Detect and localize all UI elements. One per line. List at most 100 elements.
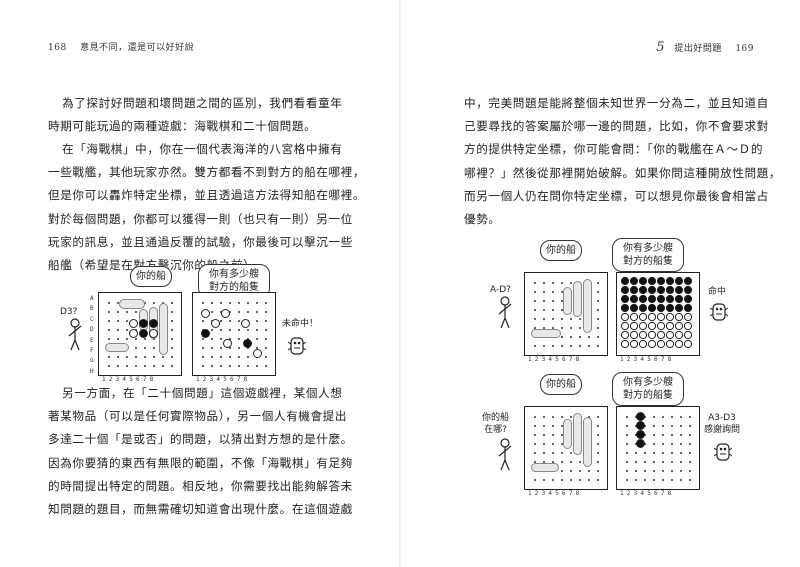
question-callout: D3?	[60, 307, 78, 317]
right-running-head: 5 提出好問題 169	[656, 40, 754, 55]
text-line: 中，完美問題是能將整個未知世界一分為二，並且知道自	[464, 96, 769, 110]
target-board	[616, 406, 700, 490]
right-page-number: 169	[735, 44, 754, 54]
ship-piece	[583, 417, 592, 467]
speech-bubble-your-ship: 你的船	[540, 240, 582, 261]
callout-line: 在哪?	[484, 425, 507, 435]
white-peg	[129, 329, 138, 338]
white-peg	[241, 319, 250, 328]
monster-icon	[288, 337, 306, 355]
black-peg	[149, 319, 158, 328]
left-paragraph-3: 另一方面，在「二十個問題」這個遊戲裡，某個人想 著某物品（可以是任何實際物品），…	[48, 382, 353, 521]
column-labels: 12345678	[196, 376, 251, 383]
text-line: 知問題的題目，而無需確切知道會出現什麼。在這個遊戲	[48, 502, 353, 517]
bubble-line: 你有多少艘	[623, 243, 673, 254]
battleship-figure-locate: 你的船 你有多少艘 對方的船隻 你的船 在哪?	[482, 370, 760, 510]
right-running-title: 提出好問題	[674, 44, 722, 54]
text-line: 玩家的訊息，並且通過反覆的試驗，你最後可以擊沉一些	[48, 234, 353, 249]
column-labels: 12345678	[620, 356, 675, 363]
own-board	[524, 272, 608, 356]
black-peg	[636, 439, 645, 448]
chapter-number: 5	[656, 40, 666, 55]
left-running-head: 168 意見不同，還是可以好好說	[48, 40, 194, 53]
stick-figure-icon	[498, 438, 512, 471]
target-board	[192, 292, 276, 376]
monster-icon	[710, 303, 728, 321]
right-page: 5 提出好問題 169 中，完美問題是能將整個未知世界一分為二，並且知道自 己要…	[400, 0, 800, 567]
white-peg	[253, 349, 262, 358]
text-line: 多達二十個「是或否」的問題，以猜出對方想的是什麼。	[48, 432, 353, 447]
white-peg	[201, 309, 210, 318]
bubble-line: 對方的船隻	[209, 282, 259, 293]
black-peg	[636, 421, 645, 430]
speech-bubble-opponent-ships: 你有多少艘 對方的船隻	[612, 372, 684, 406]
question-callout: A-D?	[490, 285, 511, 295]
peg-grid	[620, 276, 693, 349]
black-peg	[201, 329, 210, 338]
ship-piece	[563, 287, 572, 315]
text-line: 另一方面，在「二十個問題」這個遊戲裡，某個人想	[62, 386, 343, 400]
callout-line: A3-D3	[708, 413, 736, 423]
left-paragraph-2: 在「海戰棋」中，你在一個代表海洋的八宮格中擁有 一些戰艦，其他玩家亦然。雙方都看…	[48, 138, 365, 277]
speech-bubble-your-ship: 你的船	[130, 266, 172, 287]
text-line: 時期可能玩過的兩種遊戲：海戰棋和二十個問題。	[48, 119, 317, 134]
black-peg	[139, 329, 148, 338]
ship-piece	[159, 303, 168, 355]
text-line: 對於每個問題，你都可以獲得一則（也只有一則）另一位	[48, 211, 353, 226]
white-peg	[129, 319, 138, 328]
left-page-number: 168	[48, 43, 67, 53]
ship-piece	[531, 329, 561, 338]
question-callout: 你的船 在哪?	[482, 412, 509, 436]
column-labels: 12345678	[528, 356, 583, 363]
text-line: 為了探討好問題和壞問題之間的區別，我們看看童年	[62, 96, 343, 110]
text-line: 優勢。	[464, 212, 501, 227]
bubble-line: 對方的船隻	[623, 256, 673, 267]
text-line: 在「海戰棋」中，你在一個代表海洋的八宮格中擁有	[62, 142, 343, 156]
book-gutter	[399, 0, 401, 567]
text-line: 一些戰艦，其他玩家亦然。雙方都看不到對方的船在哪裡，	[48, 165, 366, 180]
text-line: 哪裡？」然後從那裡開始破解。如果你問這種開放性問題，	[464, 165, 782, 180]
left-page: 168 意見不同，還是可以好好說 為了探討好問題和壞問題之間的區別，我們看看童年…	[0, 0, 400, 567]
bubble-line: 你有多少艘	[209, 269, 259, 280]
text-line: 著某物品（可以是任何實際物品），另一個人有機會提出	[48, 409, 348, 424]
left-running-title: 意見不同，還是可以好好說	[80, 43, 195, 53]
ship-piece	[105, 343, 129, 352]
speech-bubble-your-ship: 你的船	[540, 374, 582, 395]
callout-line: 你的船	[482, 413, 510, 423]
bubble-line: 對方的船隻	[623, 390, 673, 401]
answer-callout: A3-D3 感謝詢問	[704, 412, 740, 436]
white-peg	[149, 329, 158, 338]
target-board	[616, 272, 700, 356]
text-line: 因為你要猜的東西有無限的範圍，不像「海戰棋」有足夠	[48, 455, 353, 470]
white-peg	[221, 309, 230, 318]
white-peg	[211, 319, 220, 328]
answer-callout: 命中	[708, 287, 727, 297]
column-labels: 12345678	[528, 490, 583, 497]
own-board	[524, 406, 608, 490]
column-labels: 12345678	[620, 490, 675, 497]
speech-bubble-opponent-ships: 你有多少艘 對方的船隻	[612, 238, 684, 272]
text-line: 方的提供特定坐標，你可能會問：「你的戰艦在Ａ～Ｄ的	[464, 142, 764, 157]
ship-piece	[573, 281, 582, 317]
answer-callout: 未命中！	[282, 319, 319, 329]
black-peg	[636, 412, 645, 421]
black-peg	[243, 339, 252, 348]
black-peg	[139, 319, 148, 328]
ship-piece	[573, 413, 582, 455]
black-peg	[636, 430, 645, 439]
text-line: 但是你可以轟炸特定坐標，並且透過這方法得知船在哪裡。	[48, 188, 366, 203]
ship-piece	[563, 419, 572, 449]
right-paragraph-1: 中，完美問題是能將整個未知世界一分為二，並且知道自 己要尋找的答案屬於哪一邊的問…	[464, 92, 781, 231]
text-line: 的時間提出特定的問題。相反地，你需要找出能夠解答未	[48, 478, 353, 493]
monster-icon	[714, 443, 732, 461]
column-labels: 12345678	[102, 376, 157, 383]
bubble-line: 你有多少艘	[623, 377, 673, 388]
ship-piece	[583, 279, 592, 333]
left-paragraph-1: 為了探討好問題和壞問題之間的區別，我們看看童年 時期可能玩過的兩種遊戲：海戰棋和…	[48, 92, 343, 138]
callout-line: 感謝詢問	[704, 425, 741, 435]
text-line: 己要尋找的答案屬於哪一邊的問題，比如，你不會要求對	[464, 119, 769, 134]
ship-piece	[531, 463, 559, 472]
white-peg	[223, 339, 232, 348]
